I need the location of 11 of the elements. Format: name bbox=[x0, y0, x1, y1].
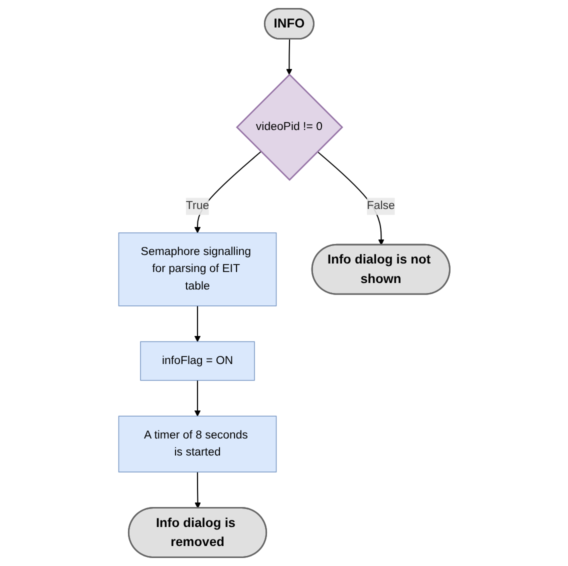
node-box: Semaphore signalling for parsing of EIT table bbox=[118, 232, 276, 306]
edge-label: False bbox=[366, 200, 395, 212]
node-box: infoFlag = ON bbox=[140, 341, 255, 381]
arrow bbox=[194, 472, 201, 508]
arrow bbox=[194, 306, 200, 342]
arrow bbox=[286, 39, 292, 75]
arrow bbox=[194, 151, 262, 234]
edge-label: True bbox=[186, 200, 209, 212]
node-box: A timer of 8 seconds is started bbox=[118, 416, 276, 472]
arrow bbox=[194, 380, 200, 416]
node-diamond: videoPid != 0 bbox=[236, 74, 343, 181]
